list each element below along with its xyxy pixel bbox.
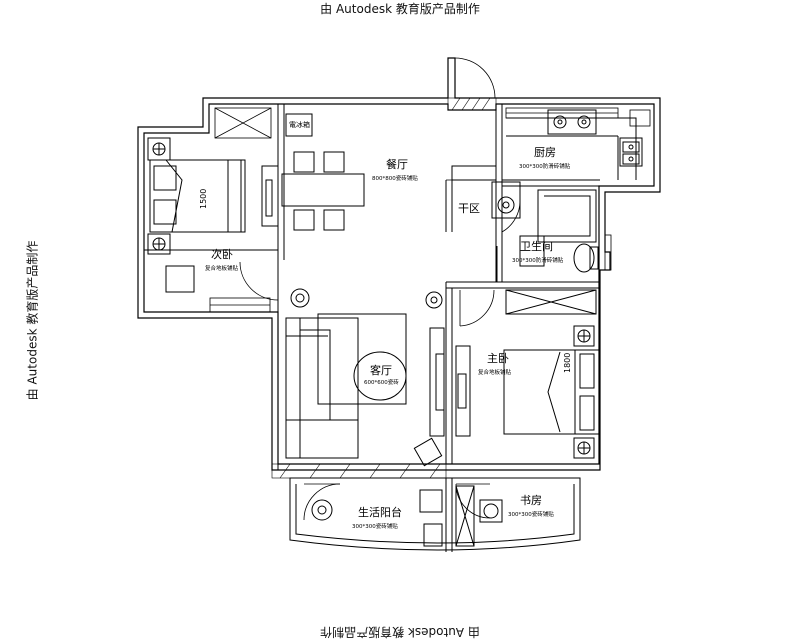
room-name-dry-area: 干区 <box>458 202 480 215</box>
room-spec-master-bedroom: 复合地板铺贴 <box>478 368 512 376</box>
living-furniture <box>285 288 445 467</box>
kitchen-counter <box>506 109 643 180</box>
dining-table <box>281 151 365 231</box>
room-name-bathroom: 卫生间 <box>520 239 553 253</box>
fridge: 電冰箱 <box>285 113 313 137</box>
doors <box>239 57 521 521</box>
outer-walls <box>137 57 661 471</box>
dim-second-bed: 1500 <box>199 189 208 209</box>
wall-hatches <box>271 97 497 479</box>
master-bed <box>455 289 601 459</box>
study-fixtures <box>479 499 503 523</box>
room-name-study: 书房 <box>520 494 542 507</box>
room-name-dining: 餐厅 <box>386 157 408 171</box>
room-name-second-bedroom: 次卧 <box>211 247 233 261</box>
dim-master-bed: 1800 <box>563 353 572 373</box>
room-name-master-bedroom: 主卧 <box>487 352 509 365</box>
room-spec-study: 300*300瓷砖铺贴 <box>508 510 554 518</box>
fridge-label: 電冰箱 <box>289 120 310 129</box>
room-spec-dining: 800*800瓷砖铺贴 <box>372 174 418 182</box>
interior-walls <box>144 104 600 470</box>
room-spec-kitchen: 300*300防滑砖铺贴 <box>519 162 571 170</box>
room-name-kitchen: 厨房 <box>534 146 556 159</box>
balcony-fixtures <box>311 485 475 547</box>
room-spec-balcony: 300*300瓷砖铺贴 <box>352 522 398 530</box>
room-labels: 餐厅 800*800瓷砖铺贴 厨房 300*300防滑砖铺贴 干区 卫生间 30… <box>199 146 572 530</box>
room-spec-second-bedroom: 复合地板铺贴 <box>205 264 239 272</box>
dry-area-vanity <box>451 165 521 219</box>
windows <box>209 107 651 313</box>
second-bed <box>147 137 279 293</box>
room-name-living: 客厅 <box>370 363 392 377</box>
room-spec-living: 600*600瓷砖 <box>364 378 399 386</box>
watermark-top: 由 Autodesk 教育版产品制作 <box>320 2 480 16</box>
room-name-balcony: 生活阳台 <box>358 505 402 519</box>
room-spec-bathroom: 300*300防滑砖铺贴 <box>512 256 564 264</box>
bathroom-fixtures <box>496 189 599 282</box>
